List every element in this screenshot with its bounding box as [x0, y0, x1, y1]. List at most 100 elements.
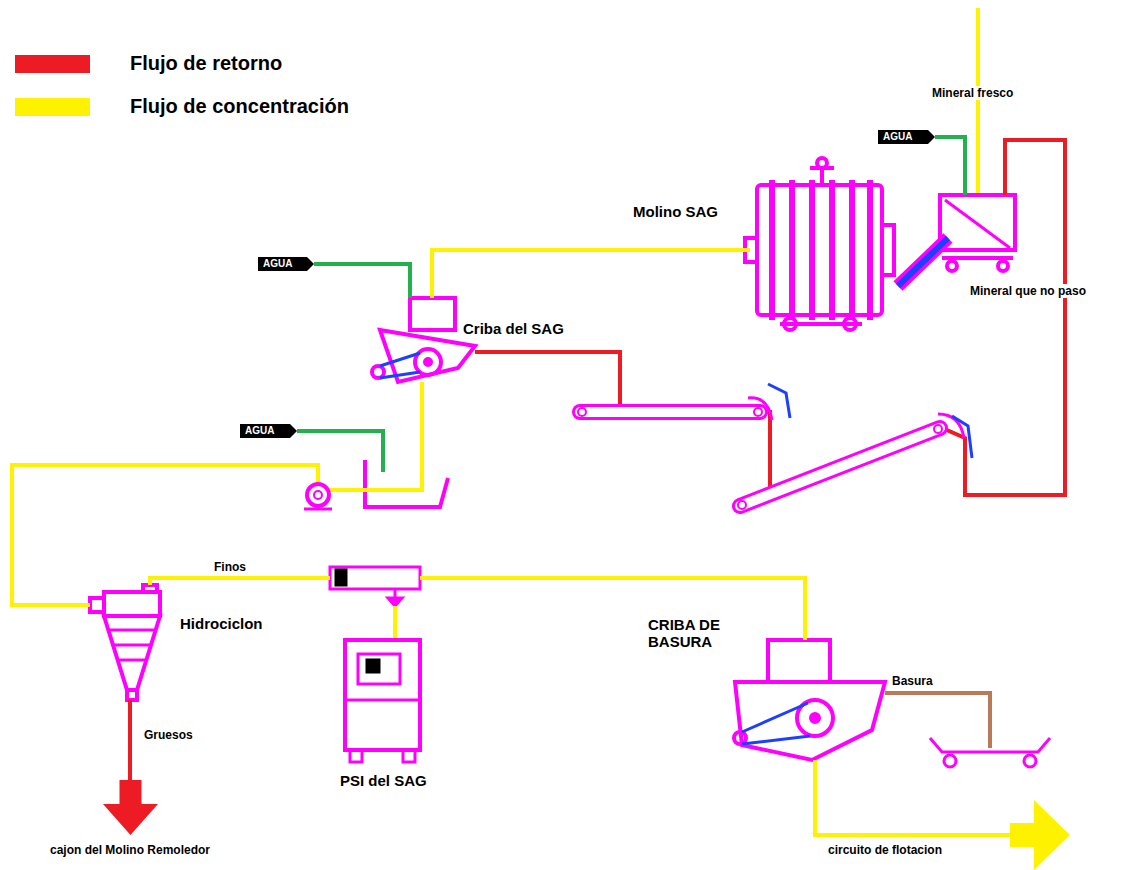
regrind-arrow: cajon del Molino Remoledor [103, 780, 158, 835]
regrind-arrow-shape [103, 780, 158, 835]
conveyor-1-part [578, 408, 586, 416]
sag-mill-drawing-part [769, 180, 775, 320]
conveyor-1-part [580, 407, 760, 417]
flow-label: Mineral que no paso [968, 284, 1088, 298]
hydrocyclone: Hidrociclon [90, 585, 165, 700]
psi-analyzer-drawing-part [393, 606, 397, 640]
psi-analyzer-drawing-part [367, 660, 379, 672]
conveyor-2 [738, 414, 972, 509]
slurry-pump [304, 484, 332, 509]
trash-screen-drawing-part [742, 736, 810, 744]
sag-screen-drawing-part [410, 298, 455, 330]
psi-analyzer-drawing-part [345, 640, 420, 750]
trash-line-cart-part [885, 693, 990, 748]
fresh-ore-line [978, 8, 979, 195]
sag-mill: Molino SAG [750, 195, 1020, 335]
water-tag: AGUA [240, 424, 297, 438]
sag-mill-drawing-part [844, 318, 856, 330]
trash-screen-drawing-part [735, 682, 885, 760]
slurry-pump-part [314, 491, 322, 499]
tag-outline [878, 130, 935, 144]
pump-sump-part [365, 460, 448, 507]
regrind-arrow-label: cajon del Molino Remoledor [50, 844, 210, 858]
flow-line [314, 264, 410, 298]
flow-line [815, 760, 1010, 835]
flow-line [432, 250, 750, 298]
conveyor-1-part [754, 408, 762, 416]
flotation-arrow: circuito de flotacion [1010, 800, 1070, 870]
conveyor-1-part [748, 398, 772, 420]
psi-analyzer-drawing-part [388, 598, 402, 606]
water-tag: AGUA [258, 257, 314, 271]
sag-feeder-part [947, 261, 957, 271]
water-tag-label: AGUA [883, 131, 912, 143]
feed-chute [898, 238, 948, 286]
flow-line [12, 382, 422, 605]
psi-analyzer-drawing-part [358, 654, 400, 684]
hydrocyclone-drawing-part [118, 659, 146, 662]
psi-analyzer-drawing-part [350, 750, 362, 762]
fresh-ore-line-part [976, 8, 980, 195]
trash-screen-label: CRIBA DE BASURA [648, 616, 740, 651]
hydrocyclone-drawing-part [90, 598, 104, 612]
conveyor-1-part [768, 384, 790, 418]
sag-screen: Criba del SAG [375, 298, 475, 382]
hydrocyclone-drawing-part [108, 629, 156, 632]
sag-mill-drawing-part [757, 185, 882, 315]
conveyor-2-part [740, 428, 940, 506]
sag-screen-drawing-part [425, 359, 431, 365]
psi-analyzer-label: PSI del SAG [340, 772, 427, 789]
sag-feeder-part [945, 200, 1010, 248]
hydrocyclone-drawing-part [113, 644, 151, 647]
slurry-pump-part [307, 484, 329, 506]
flow-line [150, 578, 330, 585]
sag-mill-drawing-part [882, 225, 894, 275]
trash-line-cart-part [930, 738, 1050, 752]
legend-text: Flujo de concentración [130, 95, 349, 118]
psi-analyzer-drawing-part [336, 570, 346, 585]
conveyor-1-part [580, 404, 760, 420]
hydrocyclone-label: Hidrociclon [180, 615, 263, 632]
sag-mill-drawing-part [820, 170, 824, 185]
sag-mill-drawing [745, 158, 894, 330]
conveyor-2-part [740, 428, 940, 506]
sag-screen-drawing-part [380, 353, 420, 366]
flow-line [935, 137, 965, 195]
sag-mill-drawing-part [809, 180, 815, 320]
flow-line [128, 700, 132, 780]
legend-row: Flujo de retorno [15, 52, 435, 78]
conveyor-2-part [934, 425, 942, 433]
feed-label: Mineral fresco [930, 86, 1015, 100]
psi-analyzer-drawing-part [403, 750, 415, 762]
right-arrow-shape [1010, 800, 1070, 870]
trash-screen: CRIBA DE BASURA [730, 640, 885, 760]
flow-line [420, 578, 805, 640]
legend-text: Flujo de retorno [130, 52, 282, 75]
flow-label: Gruesos [142, 728, 195, 742]
hydrocyclone-drawing [90, 585, 160, 700]
psi-analyzer-drawing [330, 567, 420, 762]
psi-analyzer: PSI del SAG [330, 566, 420, 762]
trash-screen-drawing-part [734, 732, 746, 744]
legend-swatch [15, 55, 90, 73]
trash-label: Basura [890, 674, 935, 688]
hydrocyclone-drawing-part [104, 592, 160, 616]
slurry-pump-part [304, 508, 332, 511]
conveyor-2-part [738, 501, 746, 509]
sag-mill-drawing-part [867, 180, 873, 320]
flotation-arrow-shape [1010, 800, 1070, 870]
sag-mill-drawing-part [784, 318, 796, 330]
down-arrow-shape [103, 780, 158, 835]
flotation-arrow-label: circuito de flotacion [828, 844, 942, 858]
sag-feeder [940, 195, 1015, 271]
sag-feeder-part [998, 261, 1008, 271]
psi-analyzer-drawing-part [330, 567, 420, 589]
feed-chute-part [898, 238, 948, 286]
trash-line-cart [885, 693, 1050, 767]
trash-line-cart-part [1024, 755, 1036, 767]
hydrocyclone-drawing-part [127, 690, 137, 700]
hydrocyclone-drawing-part [143, 585, 157, 592]
sag-mill-drawing-part [789, 180, 795, 320]
